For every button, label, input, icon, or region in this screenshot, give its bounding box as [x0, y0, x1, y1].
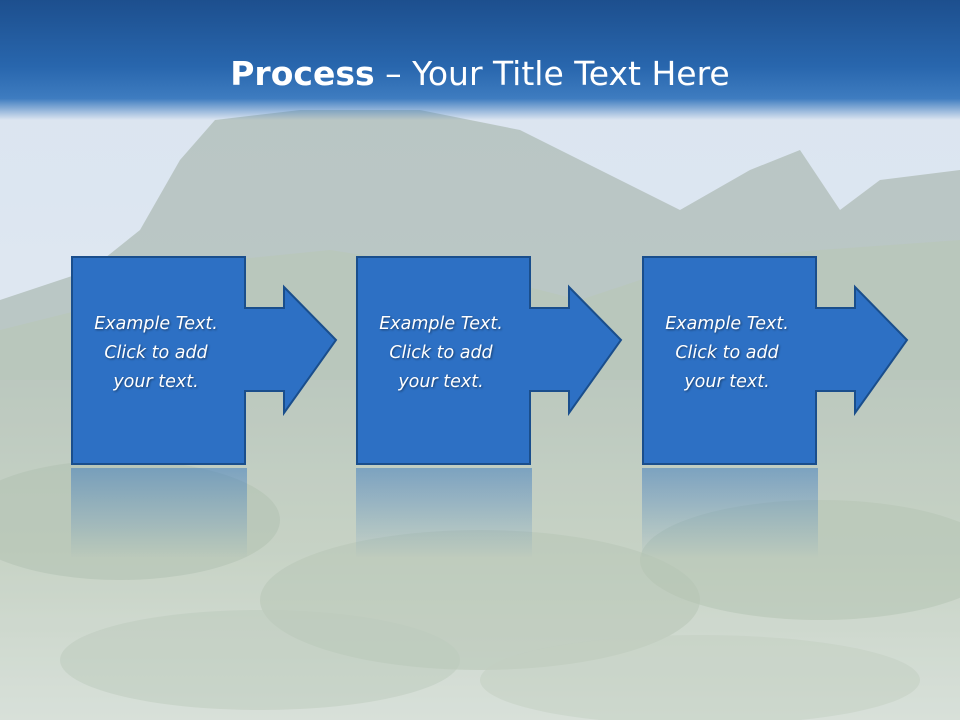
- slide-title[interactable]: Process – Your Title Text Here: [0, 52, 960, 96]
- title-rest-text: – Your Title Text Here: [374, 54, 730, 93]
- step-reflection: [642, 468, 818, 558]
- step-line-3: your text.: [113, 372, 199, 392]
- step-line-3: your text.: [398, 372, 484, 392]
- step-line-2: Click to add: [104, 343, 208, 363]
- arrow-box-shape: [71, 256, 338, 465]
- step-reflection: [71, 468, 247, 558]
- title-bold-text: Process: [230, 54, 375, 93]
- process-step-3[interactable]: Example Text. Click to add your text.: [642, 256, 909, 558]
- title-bar: [0, 0, 960, 120]
- step-line-2: Click to add: [389, 343, 493, 363]
- process-step-1[interactable]: Example Text. Click to add your text.: [71, 256, 338, 558]
- step-line-2: Click to add: [675, 343, 779, 363]
- step-text[interactable]: Example Text. Click to add your text.: [71, 310, 241, 397]
- step-text[interactable]: Example Text. Click to add your text.: [356, 310, 526, 397]
- arrow-box-shape: [642, 256, 909, 465]
- step-text[interactable]: Example Text. Click to add your text.: [642, 310, 812, 397]
- step-line-1: Example Text.: [379, 314, 503, 334]
- step-line-3: your text.: [684, 372, 770, 392]
- step-reflection: [356, 468, 532, 558]
- step-line-1: Example Text.: [665, 314, 789, 334]
- arrow-box-shape: [356, 256, 623, 465]
- process-step-2[interactable]: Example Text. Click to add your text.: [356, 256, 623, 558]
- step-line-1: Example Text.: [94, 314, 218, 334]
